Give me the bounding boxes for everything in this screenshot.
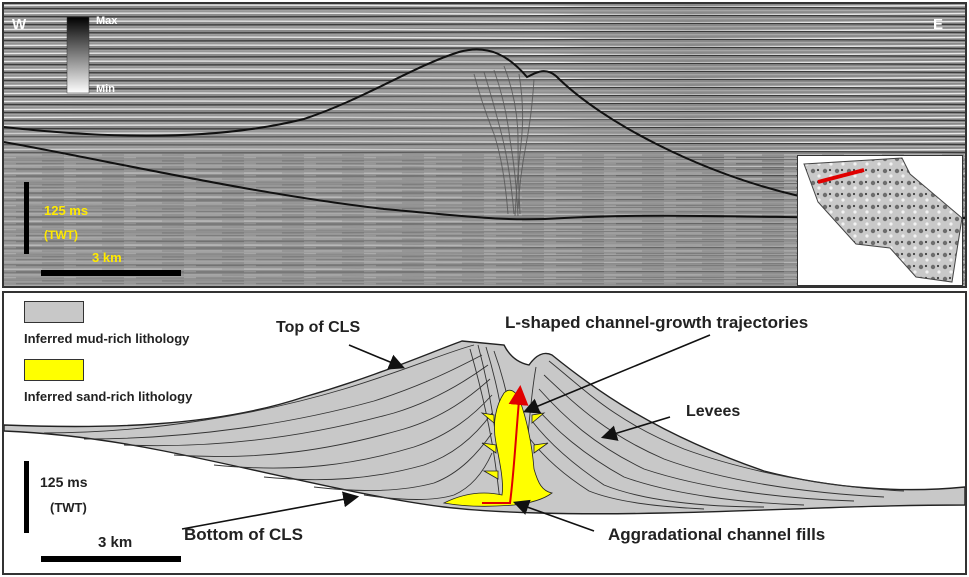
distance-scale-bar — [41, 270, 181, 276]
top-of-cls-arrow — [348, 344, 405, 370]
seismic-section-panel: W E Max Min 125 ms (TWT) 3 km — [2, 2, 967, 288]
distance-scale-label: 3 km — [92, 250, 122, 265]
amplitude-colorbar — [66, 16, 90, 94]
trajectories-label: L-shaped channel-growth trajectories — [505, 313, 809, 332]
top-of-cls-horizon — [4, 48, 800, 197]
time-scale-unit-label: (TWT) — [50, 500, 87, 515]
interpretation-panel: Inferred mud-rich lithology Inferred san… — [2, 291, 967, 575]
trajectories-arrow — [523, 334, 711, 414]
location-inset-map — [797, 155, 963, 286]
legend-label-mud: Inferred mud-rich lithology — [24, 331, 190, 346]
distance-scale-label: 3 km — [98, 534, 133, 551]
interpretation-drawing — [4, 334, 965, 562]
bottom-of-cls-horizon — [4, 141, 965, 221]
distance-scale-bar — [41, 556, 181, 562]
bottom-of-cls-arrow — [181, 491, 360, 530]
west-label: W — [12, 16, 27, 33]
time-scale-label: 125 ms — [44, 203, 89, 218]
amplitude-min-label: Min — [96, 83, 115, 95]
amplitude-max-label: Max — [96, 15, 118, 27]
channel-growth-trajectory-arrow — [482, 385, 529, 504]
survey-outline — [803, 157, 963, 283]
top-of-cls-label: Top of CLS — [276, 319, 361, 336]
channel-fills-arrow — [512, 499, 595, 532]
east-label: E — [933, 16, 944, 33]
legend-swatch-sand — [24, 359, 84, 381]
time-scale-label: 125 ms — [40, 474, 88, 490]
levees-arrow — [600, 416, 671, 441]
levees-label: Levees — [686, 403, 741, 420]
legend-label-sand: Inferred sand-rich lithology — [24, 389, 193, 404]
levee-laminae — [43, 344, 905, 510]
time-scale-unit-label: (TWT) — [44, 228, 78, 242]
time-scale-bar — [24, 182, 29, 254]
bottom-of-cls-label: Bottom of CLS — [184, 525, 303, 544]
time-scale-bar — [24, 461, 29, 533]
section-location-line — [817, 168, 865, 184]
legend-swatch-mud — [24, 301, 84, 323]
channel-fills-label: Aggradational channel fills — [608, 525, 826, 544]
